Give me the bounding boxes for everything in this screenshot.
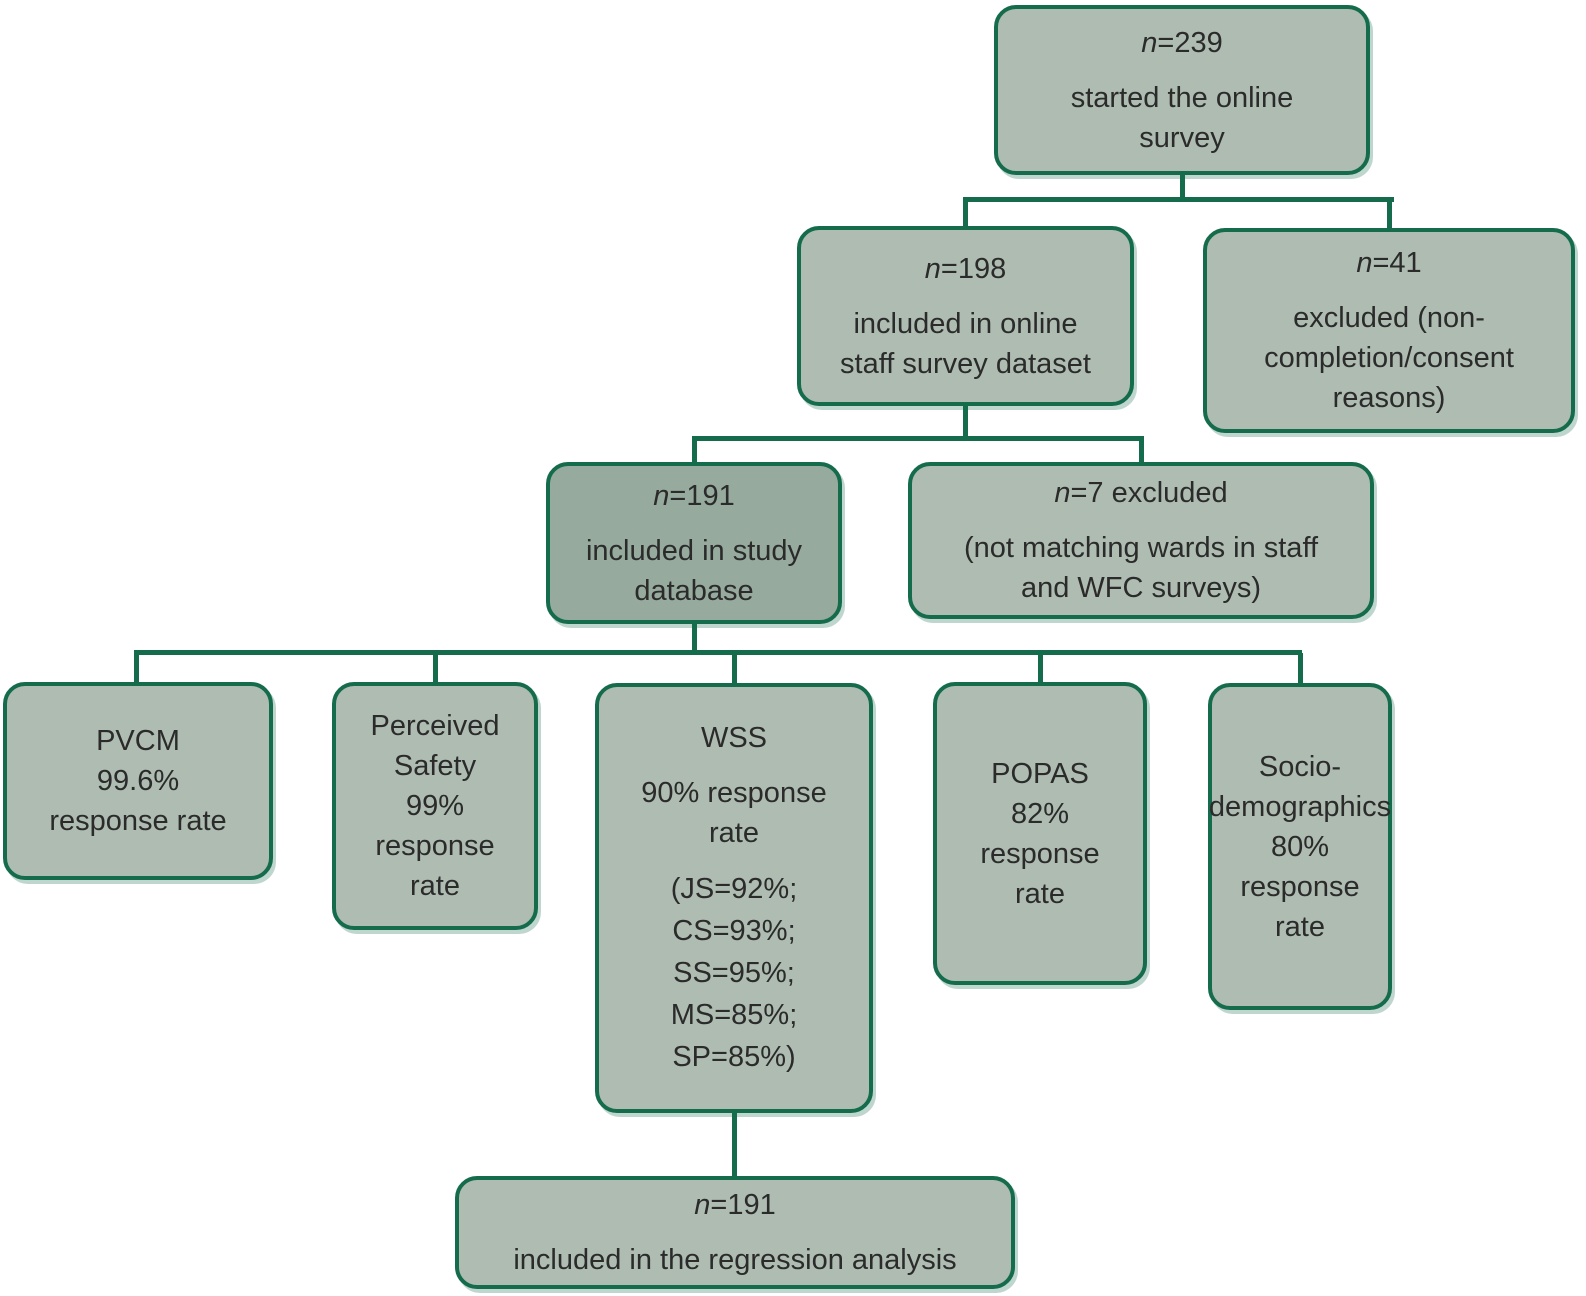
n-value: =41	[1372, 247, 1422, 279]
connector-to-excluded-7	[1139, 439, 1144, 464]
n-symbol: n	[1054, 477, 1071, 509]
participant-count: n=191	[694, 1185, 775, 1225]
connector-study-database-down	[692, 622, 697, 653]
node-description: Perceived Safety 99% response rate	[370, 710, 500, 902]
n-symbol: n	[924, 252, 941, 285]
node-description: included in study database	[585, 534, 803, 607]
node-description: started the online survey	[1070, 81, 1294, 154]
connector-to-study-database	[692, 439, 697, 464]
flow-node-started-survey: n=239 started the online survey	[994, 5, 1370, 175]
node-description: (not matching wards in staff and WFC sur…	[963, 532, 1319, 604]
flow-node-study-database: n=191 included in study database	[546, 462, 842, 624]
n-symbol: n	[1141, 26, 1158, 59]
wss-subscale-rates: (JS=92%; CS=93%; SS=95%; MS=85%; SP=85%)	[670, 873, 798, 1073]
flow-node-wss: WSS 90% response rate (JS=92%; CS=93%; S…	[595, 683, 873, 1113]
participant-count: n=191	[653, 476, 734, 516]
wss-response-rate: 90% response rate	[641, 777, 827, 849]
node-description: excluded (non- completion/consent reason…	[1264, 302, 1514, 414]
flow-node-excluded-7: n=7 excluded (not matching wards in staf…	[908, 462, 1374, 619]
connector-wss-to-regression	[732, 1111, 737, 1178]
connector-level4-horizontal	[134, 650, 1302, 655]
participant-count: n=41	[1356, 243, 1421, 283]
flow-node-pvcm: PVCM 99.6% response rate	[3, 682, 273, 880]
connector-to-pvcm	[134, 653, 139, 684]
node-description: POPAS 82% response rate	[980, 757, 1100, 910]
n-value: =191	[669, 479, 735, 512]
connector-included-online-down	[963, 404, 968, 441]
participant-count: n=198	[925, 249, 1006, 289]
n-value: =239	[1157, 26, 1223, 59]
connector-to-wss	[732, 653, 737, 685]
flow-node-popas: POPAS 82% response rate	[933, 682, 1147, 985]
connector-to-excluded-41	[1387, 200, 1392, 230]
node-description: included in the regression analysis	[513, 1244, 957, 1276]
connector-to-included-online	[963, 200, 968, 228]
node-description: Socio- demographics 80% response rate	[1208, 750, 1392, 943]
connector-started-down	[1180, 172, 1185, 202]
n-value: =7 excluded	[1070, 477, 1228, 509]
connector-to-socio-demographics	[1298, 653, 1303, 685]
connector-to-perceived-safety	[433, 653, 438, 684]
wss-title: WSS	[700, 722, 768, 754]
participant-count: n=239	[1141, 23, 1222, 63]
n-symbol: n	[1356, 247, 1373, 279]
flow-node-excluded-41: n=41 excluded (non- completion/consent r…	[1203, 228, 1575, 433]
participant-count: n=7 excluded	[1054, 473, 1227, 513]
connector-level3-horizontal	[692, 436, 1144, 441]
flow-node-regression-analysis: n=191 included in the regression analysi…	[455, 1176, 1015, 1289]
node-description: included in online staff survey dataset	[840, 307, 1091, 380]
n-symbol: n	[694, 1189, 711, 1221]
n-value: =191	[710, 1189, 776, 1221]
connector-to-popas	[1038, 653, 1043, 684]
flow-node-perceived-safety: Perceived Safety 99% response rate	[332, 682, 538, 930]
n-symbol: n	[653, 479, 670, 512]
n-value: =198	[940, 252, 1007, 285]
node-description: PVCM 99.6% response rate	[49, 725, 227, 837]
connector-level2-horizontal	[963, 197, 1394, 202]
flow-node-included-online-dataset: n=198 included in online staff survey da…	[797, 226, 1134, 406]
flow-node-socio-demographics: Socio- demographics 80% response rate	[1208, 683, 1392, 1010]
